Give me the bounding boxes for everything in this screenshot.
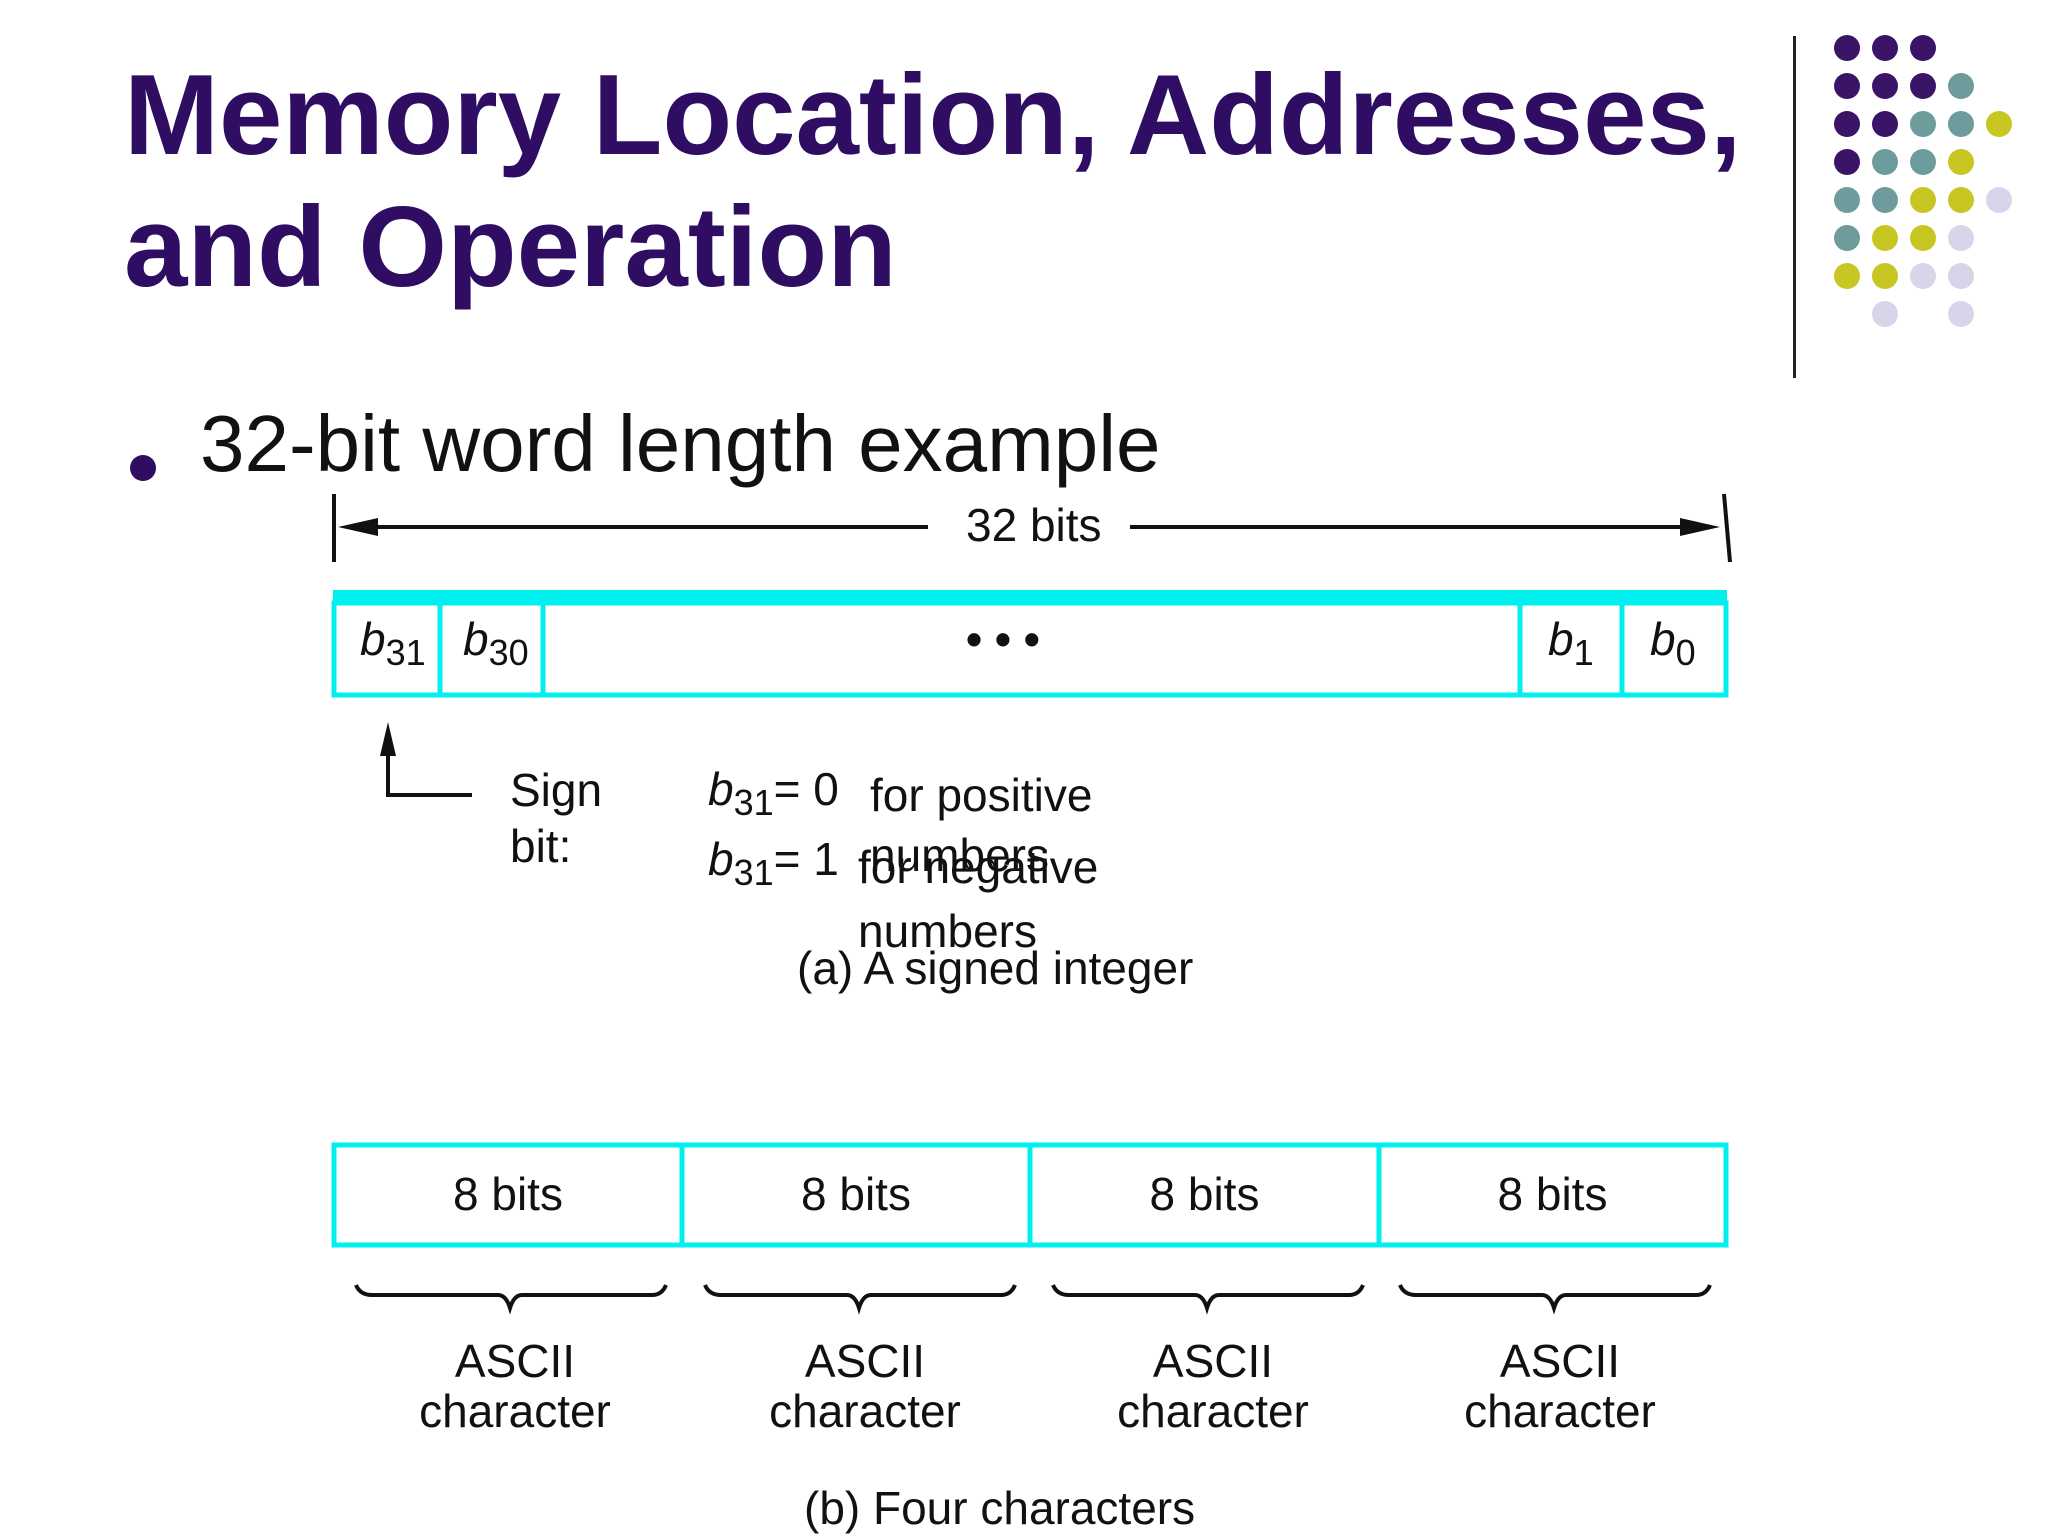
brace-2: [703, 1284, 1017, 1315]
decorative-dot: [1948, 73, 1974, 99]
decorative-dot: [1872, 35, 1898, 61]
width-arrow-left-head: [338, 518, 378, 536]
bullet-icon: [130, 455, 156, 481]
sign-bit-arrow-head: [380, 722, 396, 756]
decorative-dot-grid: [1834, 35, 2012, 327]
width-arrow-right-tick: [1722, 493, 1732, 563]
bit-label-b31: b31: [360, 613, 426, 673]
word-box-top-band: [333, 590, 1727, 603]
byte-segment: 8 bits: [1149, 1168, 1260, 1220]
bullet-text: 32-bit word length example: [200, 399, 1161, 488]
decorative-dot: [1872, 73, 1898, 99]
decorative-dot: [1834, 111, 1860, 137]
decorative-dot: [1834, 35, 1860, 61]
bit-label-b1: b1: [1548, 613, 1594, 673]
width-arrow-right-head: [1680, 518, 1720, 536]
decorative-dot: [1948, 263, 1974, 289]
title-line-2: and Operation: [124, 184, 897, 311]
decorative-dot: [1948, 111, 1974, 137]
decorative-dot: [1910, 263, 1936, 289]
decorative-dot: [1910, 149, 1936, 175]
decorative-dot: [1872, 225, 1898, 251]
decorative-dot: [1872, 301, 1898, 327]
decorative-dot: [1872, 187, 1898, 213]
brace-1: [354, 1284, 668, 1315]
decorative-dot: [1834, 225, 1860, 251]
decorative-dot: [1948, 187, 1974, 213]
title-divider-line: [1793, 36, 1796, 378]
decorative-dot: [1910, 187, 1936, 213]
bit-ellipsis: • • •: [966, 613, 1040, 665]
byte-segment: 8 bits: [801, 1168, 911, 1220]
decorative-dot: [1986, 111, 2012, 137]
decorative-dot: [1872, 263, 1898, 289]
byte-segment: 8 bits: [453, 1168, 563, 1220]
sign-rule-negative: b31= 1: [708, 833, 839, 893]
slide-title: Memory Location, Addresses, and Operatio…: [124, 50, 1742, 314]
decorative-dot: [1910, 111, 1936, 137]
decorative-dot: [1986, 187, 2012, 213]
decorative-dot: [1948, 225, 1974, 251]
decorative-dot: [1910, 225, 1936, 251]
sign-rule-negative-text: for negative numbers: [858, 841, 1099, 957]
decorative-dot: [1948, 301, 1974, 327]
bit-label-b30: b30: [463, 613, 529, 673]
decorative-dot: [1834, 73, 1860, 99]
decorative-dot: [1834, 263, 1860, 289]
decorative-dot: [1872, 149, 1898, 175]
byte-segment: 8 bits: [1497, 1168, 1608, 1220]
sign-rule-positive: b31= 0: [708, 763, 839, 823]
decorative-dot: [1910, 73, 1936, 99]
bit-label-b0: b0: [1650, 613, 1696, 673]
brace-3: [1051, 1284, 1365, 1315]
decorative-dot: [1834, 187, 1860, 213]
sign-bit-pointer: [386, 745, 472, 797]
sign-rule-positive-text: for positive numbers: [870, 769, 1093, 881]
title-line-1: Memory Location, Addresses,: [124, 52, 1742, 179]
decorative-dot: [1834, 149, 1860, 175]
caption-signed-integer: (a) A signed integer: [797, 942, 1194, 994]
decorative-dot: [1948, 149, 1974, 175]
brace-4: [1398, 1284, 1712, 1315]
word-width-label: 32 bits: [966, 499, 1102, 551]
decorative-dot: [1872, 111, 1898, 137]
sign-bit-label: Sign bit:: [510, 764, 603, 872]
caption-four-characters: (b) Four characters: [804, 1482, 1196, 1534]
decorative-dot: [1910, 35, 1936, 61]
